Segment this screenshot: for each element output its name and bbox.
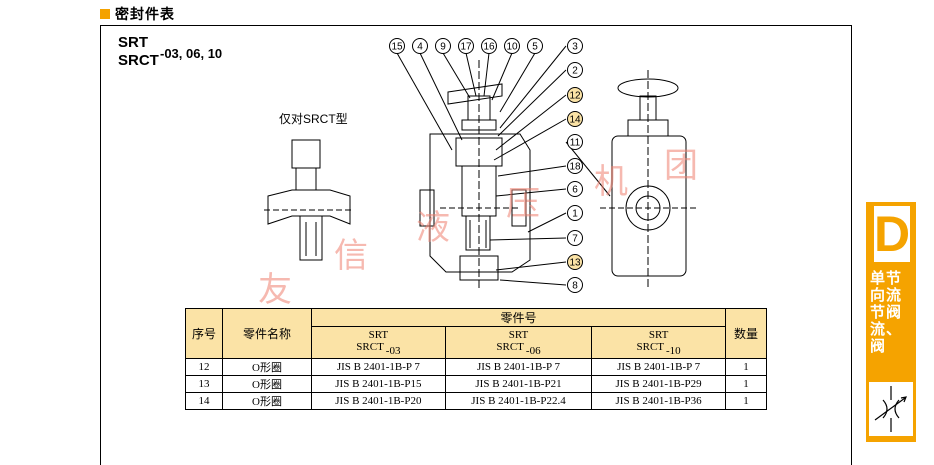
section-view-drawing — [419, 60, 531, 290]
svg-text:2: 2 — [572, 66, 578, 77]
model-label: SRT — [648, 328, 669, 341]
callout-10: 10 — [504, 38, 520, 54]
model-suffix-label: -06 — [525, 344, 541, 357]
cell-qty: 1 — [725, 392, 767, 410]
chapter-letter: D — [874, 206, 911, 262]
model-name: SRT SRCT — [118, 34, 159, 70]
drawing-note: 仅对SRCT型 — [279, 112, 348, 126]
cell-no: 14 — [185, 392, 223, 410]
callout-5: 5 — [527, 38, 543, 54]
svg-text:3: 3 — [572, 42, 578, 53]
model-label: SRT — [508, 328, 529, 341]
svg-text:13: 13 — [569, 258, 581, 269]
table-row: 13 O形圈 JIS B 2401-1B-P15 JIS B 2401-1B-P… — [185, 375, 767, 393]
throttle-valve-symbol-icon — [869, 382, 913, 436]
callout-18: 18 — [567, 158, 583, 174]
callout-3: 3 — [567, 38, 583, 54]
svg-text:7: 7 — [572, 234, 578, 245]
model-label: SRCT — [356, 340, 384, 353]
callout-15: 15 — [389, 38, 405, 54]
header-square-icon — [100, 9, 110, 19]
cell-name: O形圈 — [222, 358, 312, 376]
svg-text:14: 14 — [569, 115, 581, 126]
callout-9: 9 — [435, 38, 451, 54]
model-suffix-label: -03 — [385, 344, 401, 357]
leader-lines — [396, 45, 611, 286]
svg-text:5: 5 — [532, 42, 538, 53]
cell-part-03: JIS B 2401-1B-P 7 — [311, 358, 446, 376]
svg-text:9: 9 — [440, 42, 446, 53]
cell-no: 13 — [185, 375, 223, 393]
svg-text:4: 4 — [417, 42, 423, 53]
cell-part-06: JIS B 2401-1B-P22.4 — [444, 392, 593, 410]
col-header-model-10: SRT SRCT-10 — [591, 326, 726, 359]
cell-part-06: JIS B 2401-1B-P21 — [444, 375, 593, 393]
cell-name: O形圈 — [222, 392, 312, 410]
svg-text:17: 17 — [460, 42, 472, 53]
callout-7: 7 — [567, 230, 583, 246]
chapter-side-tab[interactable]: D 单节向流节阀流、阀 — [866, 202, 916, 442]
model-line2: SRCT — [118, 52, 159, 69]
seal-table: 序号 零件名称 零件号 数量 SRT SRCT-03 SRT SRCT-06 S… — [185, 308, 767, 410]
svg-text:8: 8 — [572, 281, 578, 292]
chapter-title: 单节向流节阀流、阀 — [870, 270, 903, 355]
cell-part-06: JIS B 2401-1B-P 7 — [444, 358, 593, 376]
cell-part-03: JIS B 2401-1B-P20 — [311, 392, 446, 410]
cell-part-03: JIS B 2401-1B-P15 — [311, 375, 446, 393]
cell-part-10: JIS B 2401-1B-P36 — [591, 392, 726, 410]
svg-text:11: 11 — [570, 138, 581, 149]
callout-14: 14 — [567, 111, 583, 127]
table-row: 14 O形圈 JIS B 2401-1B-P20 JIS B 2401-1B-P… — [185, 392, 767, 410]
cell-qty: 1 — [725, 375, 767, 393]
model-suffix-label: -10 — [666, 344, 681, 357]
callout-8: 8 — [567, 277, 583, 293]
col-header-part-no: 零件号 — [311, 308, 726, 327]
callout-6: 6 — [567, 181, 583, 197]
section-title: 密封件表 — [115, 6, 175, 22]
callout-13: 13 — [567, 254, 583, 270]
col-header-no: 序号 — [185, 308, 223, 359]
callout-1: 1 — [567, 205, 583, 221]
col-header-qty: 数量 — [725, 308, 767, 359]
cell-qty: 1 — [725, 358, 767, 376]
table-row: 12 O形圈 JIS B 2401-1B-P 7 JIS B 2401-1B-P… — [185, 358, 767, 376]
cell-name: O形圈 — [222, 375, 312, 393]
callout-11: 11 — [567, 134, 583, 150]
callout-4: 4 — [412, 38, 428, 54]
cell-no: 12 — [185, 358, 223, 376]
callout-17: 17 — [458, 38, 474, 54]
callout-12: 12 — [567, 87, 583, 103]
col-header-model-03: SRT SRCT-03 — [311, 326, 446, 359]
svg-text:16: 16 — [483, 42, 495, 53]
model-label: SRCT — [496, 340, 524, 353]
callout-16: 16 — [481, 38, 497, 54]
content-frame — [100, 25, 852, 465]
model-label: SRT — [368, 328, 389, 341]
svg-text:15: 15 — [391, 42, 403, 53]
cell-part-10: JIS B 2401-1B-P29 — [591, 375, 726, 393]
svg-text:1: 1 — [572, 209, 578, 220]
col-header-model-06: SRT SRCT-06 — [444, 326, 593, 359]
svg-text:10: 10 — [506, 42, 518, 53]
side-view-drawing — [600, 70, 698, 290]
model-label: SRCT — [636, 340, 665, 353]
section-header: 密封件表 — [100, 4, 175, 24]
model-suffix: -03, 06, 10 — [160, 46, 223, 61]
cell-part-10: JIS B 2401-1B-P 7 — [591, 358, 726, 376]
svg-text:18: 18 — [569, 162, 581, 173]
partial-view-drawing — [264, 139, 354, 261]
col-header-name: 零件名称 — [222, 308, 312, 359]
svg-text:6: 6 — [572, 185, 578, 196]
model-line1: SRT — [118, 34, 148, 51]
callout-2: 2 — [567, 62, 583, 78]
svg-text:12: 12 — [569, 91, 581, 102]
